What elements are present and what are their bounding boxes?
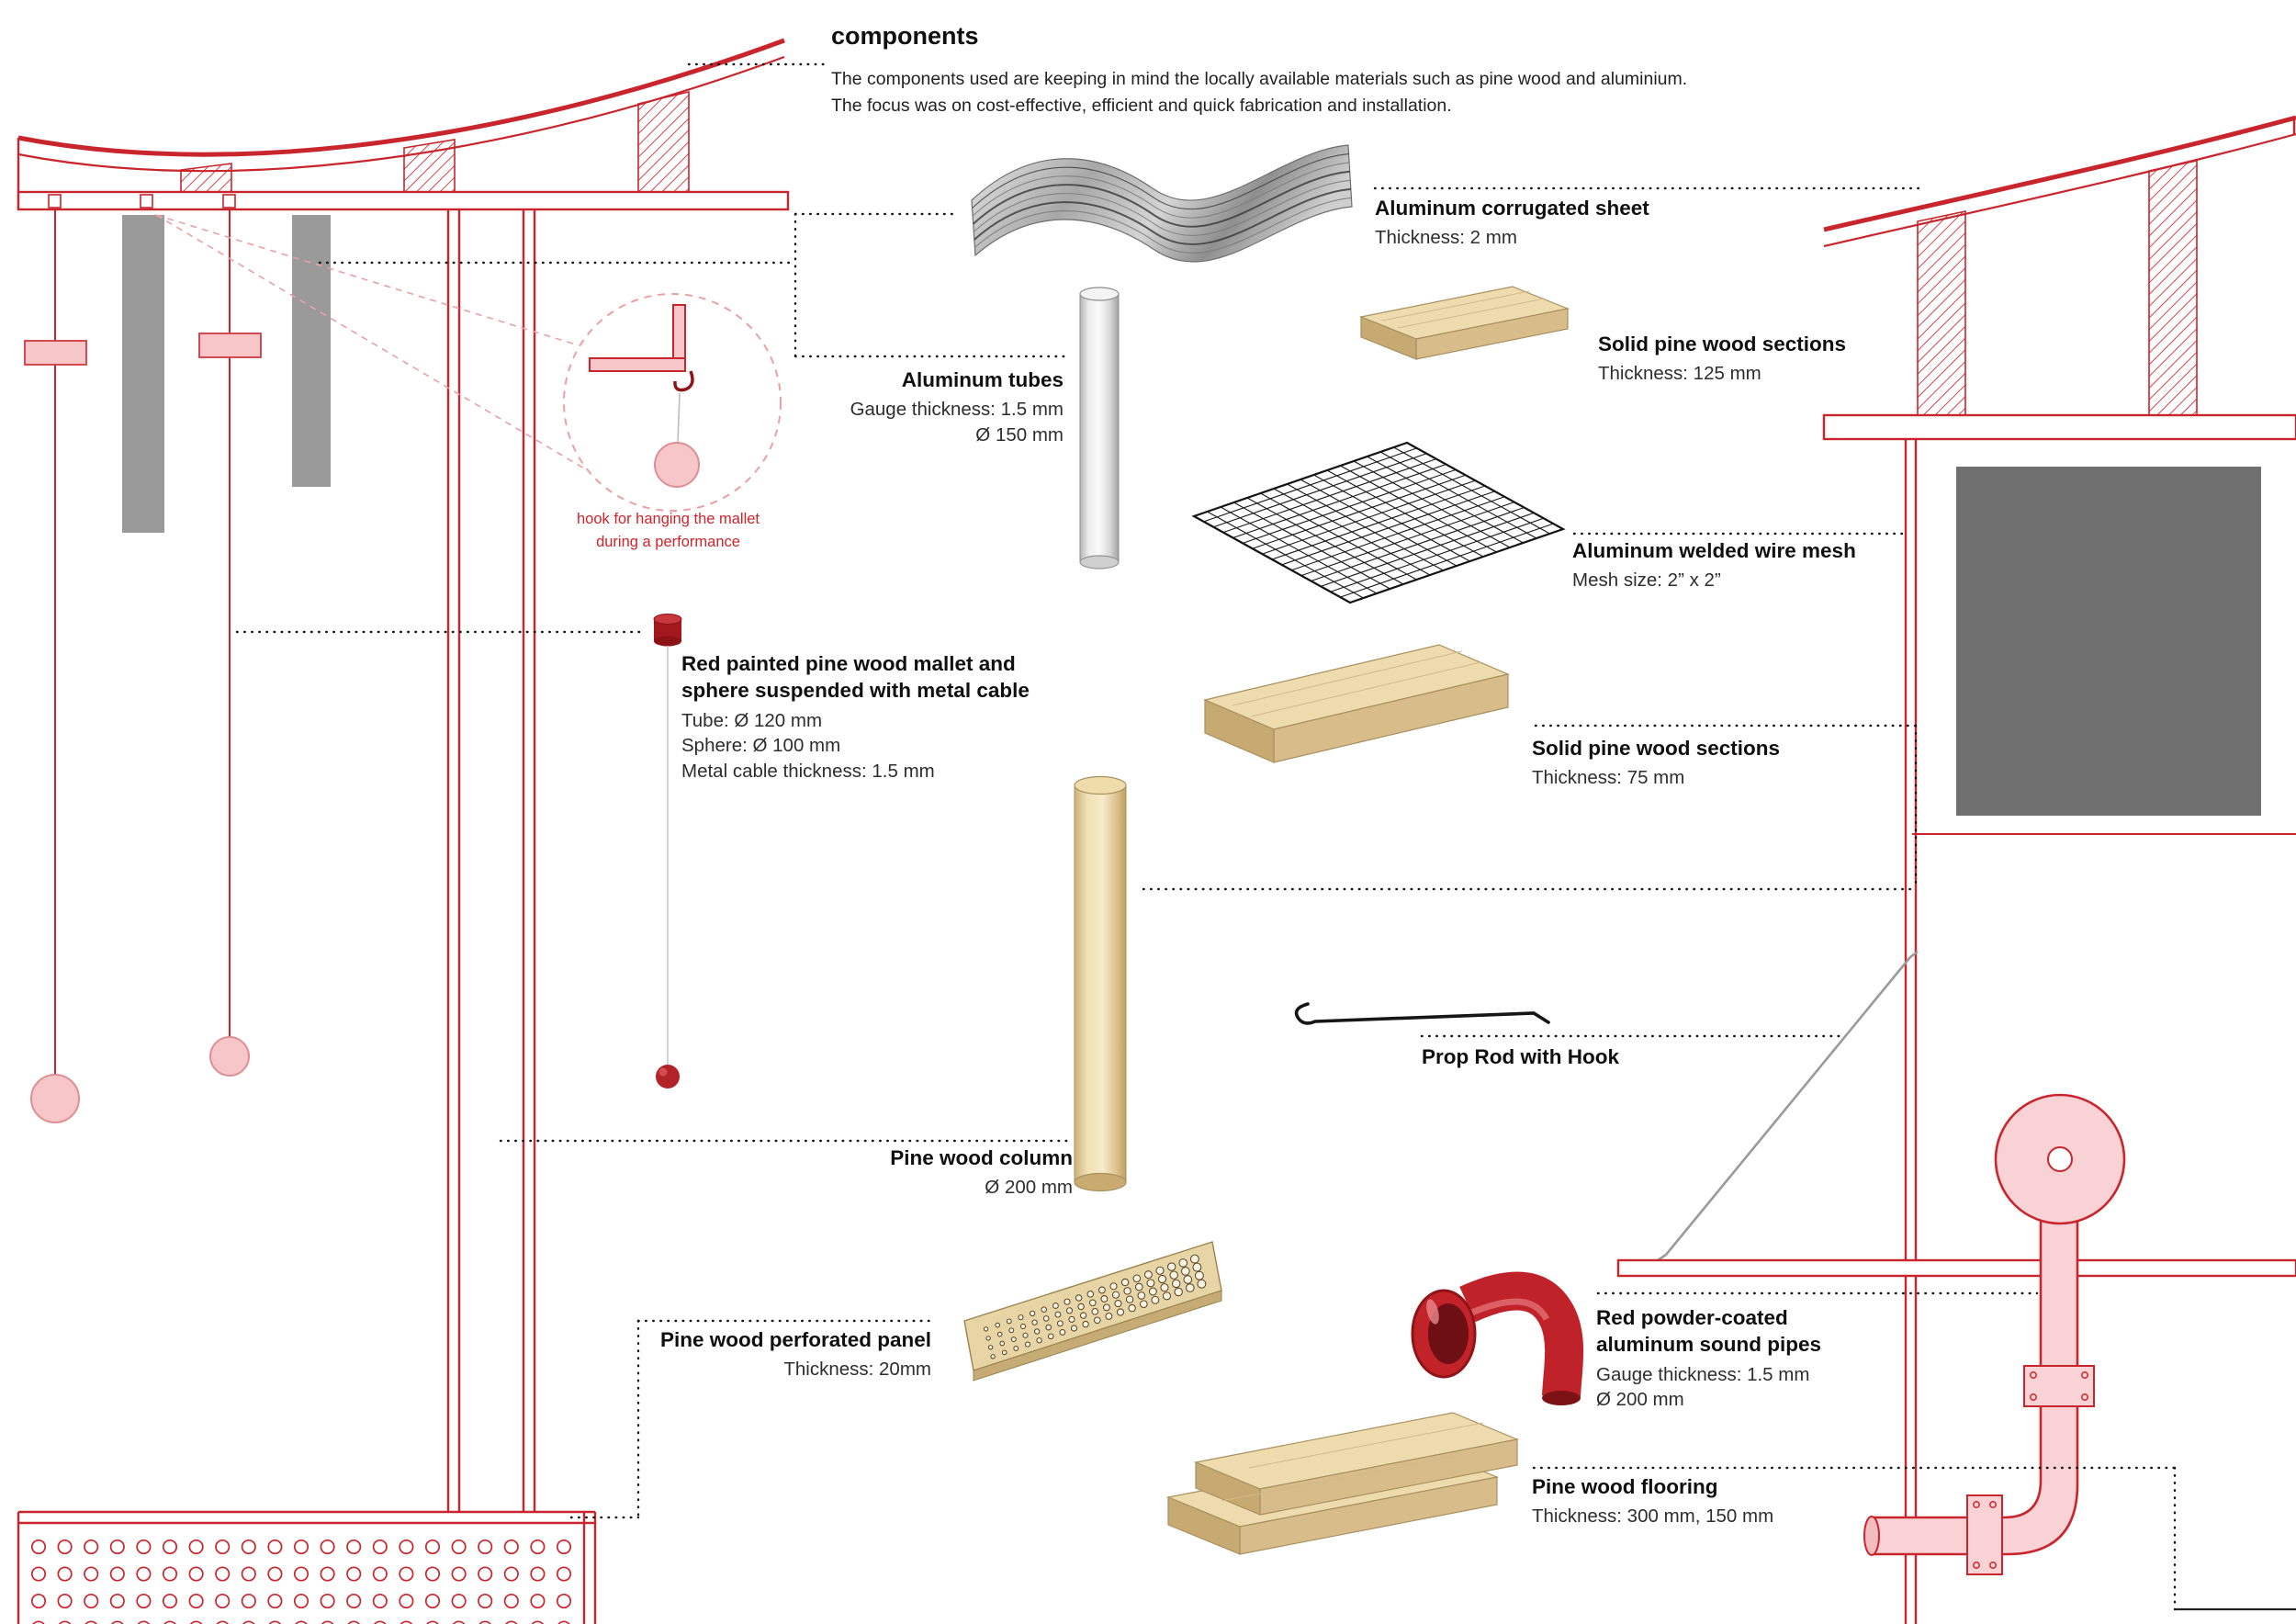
suspended-sphere: [209, 1036, 250, 1077]
roof-post-hatched: [1917, 210, 1966, 416]
component-illustrations: [963, 144, 1584, 1555]
component-name: Solid pine wood sections: [1598, 333, 1847, 355]
top-beam: [17, 190, 790, 211]
component-name: Solid pine wood sections: [1532, 737, 1781, 760]
component-name: Aluminum tubes: [901, 368, 1064, 391]
label-pine-sections-75: Solid pine wood sections Thickness: 75 m…: [1532, 735, 1780, 791]
component-name: Pine wood column: [890, 1146, 1073, 1169]
label-pine-sections-125: Solid pine wood sections Thickness: 125 …: [1598, 331, 1846, 387]
perforated-panel-illustration: [963, 1241, 1222, 1382]
hanging-panel: [122, 215, 164, 533]
label-mallet: Red painted pine wood mallet and sphere …: [681, 650, 1030, 784]
pine-column-illustration: [1074, 775, 1127, 1192]
detail-circle: [563, 293, 782, 512]
section-header: components: [831, 22, 979, 51]
component-name: Pine wood perforated panel: [659, 1328, 931, 1351]
description-line-2: The focus was on cost-effective, efficie…: [831, 96, 1452, 117]
component-name: Aluminum welded wire mesh: [1572, 539, 1856, 562]
roof-post-hatched: [403, 139, 456, 193]
right-section-drawing: [1616, 115, 2296, 1624]
label-prop-rod: Prop Rod with Hook: [1422, 1043, 1619, 1074]
mallet-illustration: [653, 614, 682, 1088]
component-detail: Ø 200 mm: [985, 1177, 1073, 1199]
annotation-line-2: during a performance: [596, 533, 740, 550]
label-flooring: Pine wood flooring Thickness: 300 mm, 15…: [1532, 1473, 1773, 1529]
component-detail: Tube: Ø 120 mm: [681, 709, 823, 731]
left-section-drawing: [17, 38, 790, 1624]
suspended-sphere: [30, 1074, 80, 1123]
label-corrugated-sheet: Aluminum corrugated sheet Thickness: 2 m…: [1375, 195, 1649, 251]
prop-rod-elevation: [1664, 956, 1912, 1256]
component-detail: Thickness: 2 mm: [1375, 227, 1517, 249]
prop-rod-illustration: [1294, 1002, 1550, 1025]
aluminum-tube-illustration: [1079, 287, 1120, 570]
label-sound-pipes: Red powder-coated aluminum sound pipes G…: [1596, 1304, 1881, 1413]
cable-slider: [198, 333, 262, 358]
hook-icon: [673, 370, 694, 392]
component-detail: Gauge thickness: 1.5 mm: [850, 399, 1064, 421]
wall-panel: [1956, 467, 2261, 816]
hanger-clip: [48, 194, 62, 209]
component-name: Aluminum corrugated sheet: [1375, 197, 1649, 220]
component-detail: Sphere: Ø 100 mm: [681, 735, 841, 757]
flooring-illustration: [1165, 1412, 1520, 1555]
leader-lines: [235, 62, 2177, 1611]
component-name: Pine wood flooring: [1532, 1475, 1718, 1498]
label-aluminum-tubes: Aluminum tubes Gauge thickness: 1.5 mm Ø…: [696, 367, 1064, 448]
page-title: components: [831, 22, 979, 50]
component-detail: Thickness: 125 mm: [1598, 363, 1761, 385]
roof-post-hatched: [180, 163, 232, 193]
hanger-clip: [222, 194, 236, 209]
label-perforated-panel: Pine wood perforated panel Thickness: 20…: [564, 1326, 931, 1382]
corrugated-sheet-illustration: [971, 144, 1353, 263]
description-line-1: The components used are keeping in mind …: [831, 69, 1688, 89]
component-name: Red painted pine wood mallet and sphere …: [681, 652, 1030, 703]
cable-slider: [24, 340, 87, 366]
hook-detail-callout: [155, 214, 782, 512]
hook-annotation: hook for hanging the mallet during a per…: [528, 508, 808, 554]
component-detail: Gauge thickness: 1.5 mm: [1596, 1363, 1810, 1385]
component-detail: Thickness: 300 mm, 150 mm: [1532, 1506, 1774, 1528]
perforated-panel-pattern: [30, 1539, 572, 1624]
component-name: Prop Rod with Hook: [1422, 1045, 1619, 1068]
label-pine-column: Pine wood column Ø 200 mm: [705, 1145, 1073, 1201]
pine-section-125-illustration: [1358, 286, 1570, 360]
sound-pipe-elevation: [1863, 1093, 2126, 1575]
component-detail: Mesh size: 2” x 2”: [1572, 570, 1721, 592]
lower-beam: [1616, 1258, 2296, 1278]
header-description: The components used are keeping in mind …: [831, 66, 1687, 120]
roof-post-hatched: [2148, 160, 2198, 416]
component-detail: Thickness: 20mm: [783, 1359, 931, 1381]
hanger-clip: [140, 194, 153, 209]
annotation-line-1: hook for hanging the mallet: [576, 511, 760, 527]
pipe-bracket: [1966, 1494, 2003, 1575]
wire-mesh-illustration: [1191, 441, 1566, 604]
component-detail: Thickness: 75 mm: [1532, 767, 1685, 789]
sound-pipe-illustration: [1411, 1271, 1584, 1405]
upper-beam: [1822, 413, 2296, 441]
component-detail: Metal cable thickness: 1.5 mm: [681, 761, 935, 783]
roof-post-hatched: [637, 90, 690, 193]
pine-section-75-illustration: [1203, 644, 1510, 763]
component-detail: Ø 200 mm: [1596, 1389, 1684, 1411]
hanging-panel: [292, 215, 331, 487]
component-detail: Ø 150 mm: [975, 424, 1064, 446]
component-name: Red powder-coated aluminum sound pipes: [1596, 1306, 1822, 1357]
label-wire-mesh: Aluminum welded wire mesh Mesh size: 2” …: [1572, 537, 1856, 593]
